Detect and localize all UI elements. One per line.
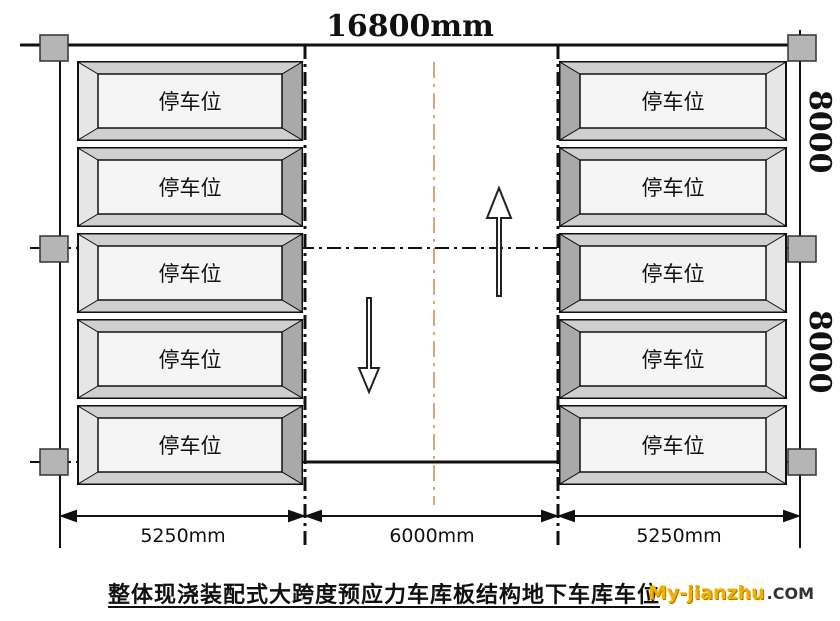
stall-bevel: [281, 319, 303, 399]
stall-bevel: [76, 213, 304, 227]
stall-bevel: [76, 61, 304, 75]
stall-bevel: [76, 233, 304, 247]
stall-bevel: [281, 61, 303, 141]
dimension-lines: [59, 509, 801, 523]
stall-bevel: [558, 405, 788, 419]
parking-stall: 停车位: [558, 147, 788, 227]
stall-label: 停车位: [642, 90, 705, 114]
stall-label: 停车位: [642, 348, 705, 372]
stall-bevel: [559, 61, 581, 141]
stall-label: 停车位: [642, 262, 705, 286]
stall-bevel: [76, 471, 304, 485]
stall-face: [579, 331, 767, 387]
stall-label: 停车位: [159, 90, 222, 114]
stall-face: [579, 159, 767, 215]
stall-label: 停车位: [642, 176, 705, 200]
stall-label: 停车位: [159, 434, 222, 458]
stall-bevel: [281, 405, 303, 485]
stall-bevel: [558, 147, 788, 161]
arrow-up-icon: [485, 185, 513, 297]
stall-bevel: [76, 319, 304, 333]
parking-stall: 停车位: [76, 147, 304, 227]
total-width-label: 16800mm: [326, 9, 494, 44]
column-block: [787, 448, 817, 476]
column-block: [39, 448, 69, 476]
site-watermark: My-jianzhu.COM: [648, 582, 814, 604]
stall-bevel: [558, 299, 788, 313]
middle-span-label: 6000mm: [389, 525, 474, 547]
dimension-arrow: [59, 509, 77, 523]
dimension-arrow: [304, 509, 322, 523]
stall-bevel: [559, 233, 581, 313]
traffic-arrows: [357, 185, 513, 395]
parking-stall: 停车位: [558, 61, 788, 141]
stall-bevel: [559, 147, 581, 227]
stall-face: [579, 245, 767, 301]
stall-bevel: [76, 127, 304, 141]
right-side-label-top: 8000: [802, 90, 837, 174]
stall-bevel: [558, 233, 788, 247]
stall-label: 停车位: [159, 348, 222, 372]
stall-bevel: [559, 319, 581, 399]
column-block: [787, 34, 817, 62]
watermark-tld: .COM: [766, 584, 815, 603]
dimension-arrow: [783, 509, 801, 523]
stall-face: [97, 331, 283, 387]
stall-bevel: [558, 385, 788, 399]
stall-face: [97, 245, 283, 301]
stall-bevel: [558, 213, 788, 227]
stall-label: 停车位: [159, 176, 222, 200]
column-block: [39, 235, 69, 263]
stall-bevel: [281, 147, 303, 227]
stall-face: [97, 159, 283, 215]
stall-bevel: [558, 319, 788, 333]
stall-bevel: [559, 405, 581, 485]
column-block: [787, 235, 817, 263]
stall-bevel: [281, 233, 303, 313]
parking-stall: 停车位: [76, 233, 304, 313]
stall-bevel: [76, 299, 304, 313]
stall-face: [579, 417, 767, 473]
stall-bevel: [558, 471, 788, 485]
parking-stall: 停车位: [558, 319, 788, 399]
stall-face: [97, 417, 283, 473]
dimension-arrow: [288, 509, 306, 523]
left-span-label: 5250mm: [140, 525, 225, 547]
stall-bevel: [76, 405, 304, 419]
watermark-main: My-jianzhu: [648, 582, 765, 604]
parking-stall: 停车位: [76, 61, 304, 141]
stall-bevel: [76, 147, 304, 161]
stall-face: [579, 73, 767, 129]
diagram-caption: 整体现浇装配式大跨度预应力车库板结构地下车库车位: [108, 582, 661, 608]
dimension-arrow: [541, 509, 559, 523]
parking-stall: 停车位: [558, 405, 788, 485]
dimension-arrow: [557, 509, 575, 523]
arrow-down-icon: [357, 297, 381, 395]
right-side-label-bottom: 8000: [802, 310, 837, 394]
stall-bevel: [76, 385, 304, 399]
columns: [39, 34, 817, 476]
stall-label: 停车位: [159, 262, 222, 286]
stall-bevel: [558, 127, 788, 141]
parking-stall: 停车位: [558, 233, 788, 313]
column-block: [39, 34, 69, 62]
stall-bevel: [558, 61, 788, 75]
stall-label: 停车位: [642, 434, 705, 458]
parking-stall: 停车位: [76, 405, 304, 485]
right-span-label: 5250mm: [636, 525, 721, 547]
parking-stall: 停车位: [76, 319, 304, 399]
stall-face: [97, 73, 283, 129]
